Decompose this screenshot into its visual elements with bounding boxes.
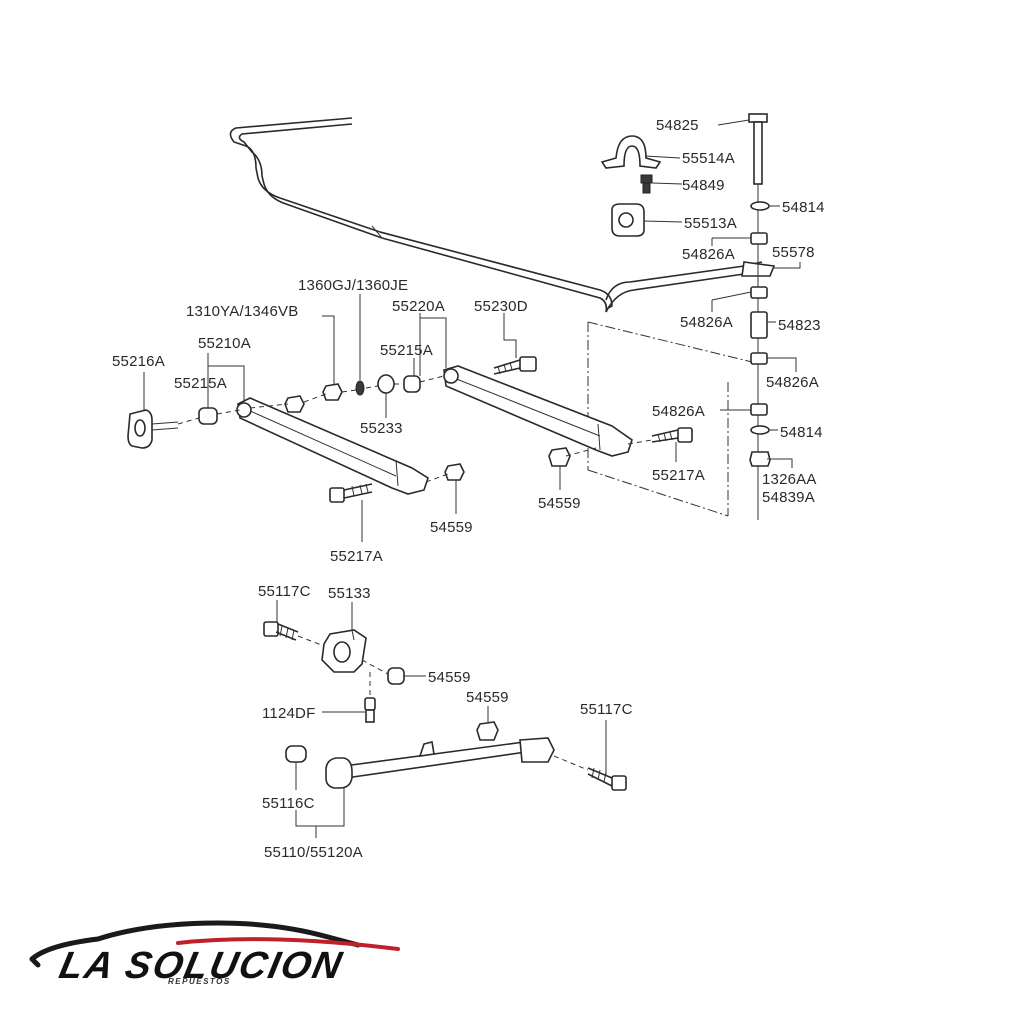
label-55513A: 55513A bbox=[684, 215, 737, 232]
label-54826A-3: 54826A bbox=[766, 374, 819, 391]
label-54825: 54825 bbox=[656, 117, 699, 134]
label-55116C: 55116C bbox=[262, 795, 315, 812]
assembly-line-right bbox=[565, 439, 653, 457]
label-54559-rod: 54559 bbox=[466, 689, 509, 706]
label-55233: 55233 bbox=[360, 420, 403, 437]
assembly-line-bracket bbox=[297, 635, 389, 675]
label-54559-mid: 54559 bbox=[430, 519, 473, 536]
bushing-54826A-2 bbox=[750, 286, 768, 299]
washer-1360GJ bbox=[355, 380, 365, 396]
label-54826A-2: 54826A bbox=[680, 314, 733, 331]
logo-tagline: REPUESTOS bbox=[168, 977, 231, 986]
bolt-55217A-left bbox=[329, 483, 373, 503]
nut-1326AA bbox=[749, 451, 771, 467]
bushing-55116C bbox=[285, 745, 307, 763]
label-55514A: 55514A bbox=[682, 150, 735, 167]
label-54823: 54823 bbox=[778, 317, 821, 334]
bushing-54826A-4 bbox=[750, 403, 768, 416]
assembly-line-mid bbox=[425, 473, 449, 483]
lateral-rod-55110 bbox=[325, 737, 555, 789]
assembly-line-upper bbox=[177, 375, 445, 425]
label-54814-lower: 54814 bbox=[780, 424, 823, 441]
bolt-55117C-right bbox=[587, 767, 627, 791]
spacer-54823 bbox=[750, 311, 768, 339]
bolt-1124DF bbox=[364, 697, 376, 723]
label-55133: 55133 bbox=[328, 585, 371, 602]
label-55220A: 55220A bbox=[392, 298, 445, 315]
bushing-54559-lower bbox=[387, 667, 405, 685]
bushing-54826A-3 bbox=[750, 352, 768, 365]
nut-54559-mid bbox=[444, 463, 465, 481]
label-54839A: 54839A bbox=[762, 489, 815, 506]
trailing-arm-55210A bbox=[236, 397, 429, 495]
label-55117C-right: 55117C bbox=[580, 701, 633, 718]
label-54849: 54849 bbox=[682, 177, 725, 194]
washer-54814-lower bbox=[750, 425, 770, 435]
bushing-55513A-hole bbox=[618, 212, 634, 228]
nut-54559-rod bbox=[476, 721, 499, 741]
bracket-55133 bbox=[321, 629, 367, 673]
washer-54814 bbox=[750, 201, 770, 211]
nut-1310YA bbox=[322, 383, 343, 401]
label-55217A-right: 55217A bbox=[652, 467, 705, 484]
label-54559-bracket: 54559 bbox=[428, 669, 471, 686]
trailing-arm-55220A bbox=[443, 365, 633, 457]
assembly-guide-bottom bbox=[587, 469, 729, 517]
label-55216A: 55216A bbox=[112, 353, 165, 370]
leader-lines bbox=[143, 119, 801, 838]
bolt-55117C-left bbox=[263, 621, 299, 641]
assembly-line-rod bbox=[553, 755, 589, 771]
label-55210A: 55210A bbox=[198, 335, 251, 352]
link-bolt-54825 bbox=[748, 113, 768, 185]
bushing-55215A-center bbox=[403, 375, 421, 393]
washer-55233 bbox=[377, 374, 395, 394]
label-54559-right: 54559 bbox=[538, 495, 581, 512]
bolt-55230D bbox=[493, 356, 537, 375]
label-55110-55120A: 55110/55120A bbox=[264, 844, 363, 861]
label-55217A-left: 55217A bbox=[330, 548, 383, 565]
part-labels: 54825 55514A 54849 54814 55513A 54826A 5… bbox=[112, 117, 825, 861]
label-55578: 55578 bbox=[772, 244, 815, 261]
label-55215A-left: 55215A bbox=[174, 375, 227, 392]
bushing-55215A-left bbox=[198, 407, 218, 425]
stabilizer-bar bbox=[229, 117, 776, 313]
bolt-55217A-right bbox=[651, 427, 693, 443]
label-54826A-1: 54826A bbox=[682, 246, 735, 263]
bolt-54849-shank bbox=[642, 182, 651, 194]
label-55215A-center: 55215A bbox=[380, 342, 433, 359]
label-55230D: 55230D bbox=[474, 298, 528, 315]
bracket-55216A-hole bbox=[134, 419, 146, 437]
bracket-55216A-stud bbox=[151, 421, 179, 431]
bolt-54849-head bbox=[640, 174, 653, 184]
label-1124DF: 1124DF bbox=[262, 705, 315, 722]
clamp-55514A bbox=[600, 135, 662, 169]
label-54826A-4: 54826A bbox=[652, 403, 705, 420]
label-1310YA-1346VB: 1310YA/1346VB bbox=[186, 303, 298, 320]
label-1326AA: 1326AA bbox=[762, 471, 817, 488]
label-54814-top: 54814 bbox=[782, 199, 825, 216]
assembly-guide bbox=[587, 321, 753, 363]
brand-logo: LA SOLUCION REPUESTOS bbox=[28, 915, 408, 995]
nut-54559-right bbox=[548, 447, 571, 467]
car-silhouette-icon bbox=[29, 920, 400, 968]
nut-54559-top-left bbox=[284, 395, 305, 413]
bushing-54826A-top bbox=[750, 232, 768, 245]
label-1360GJ-1360JE: 1360GJ/1360JE bbox=[298, 277, 408, 294]
label-55117C-left: 55117C bbox=[258, 583, 311, 600]
